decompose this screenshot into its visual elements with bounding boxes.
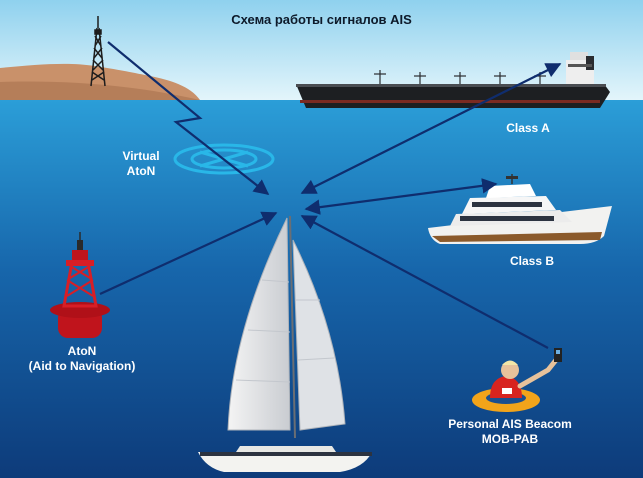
shore-shadow [0,81,200,100]
radio-tower-icon [90,16,106,87]
buoy-icon [50,232,110,338]
label-virtual-aton-line1: Virtual [122,149,160,163]
label-aton-line2: (Aid to Navigation) [28,359,136,373]
label-aton-line1: AtoN [67,344,97,358]
label-personal-ais-line1: Personal AIS Beacom [448,417,572,431]
sailboat-icon [198,215,372,472]
signal-aton-to-center [99,211,278,295]
signal-mob-to-center [300,215,549,349]
signal-lines [99,41,562,349]
signal-tower-to-center [107,41,270,195]
label-class-b: Class B [509,254,555,268]
label-personal-ais-line2: MOB-PAB [481,432,539,446]
label-virtual-aton: Virtual AtoN [110,149,172,179]
label-class-a: Class A [506,121,550,135]
signal-classa-to-center [300,63,562,194]
signal-classb-to-center [304,178,498,215]
label-virtual-aton-line2: AtoN [126,164,156,178]
label-aton: AtoN (Aid to Navigation) [22,344,142,374]
man-overboard-icon [472,348,562,412]
label-personal-ais: Personal AIS Beacom MOB-PAB [440,417,580,447]
diagram-title: Схема работы сигналов AIS [231,12,412,27]
